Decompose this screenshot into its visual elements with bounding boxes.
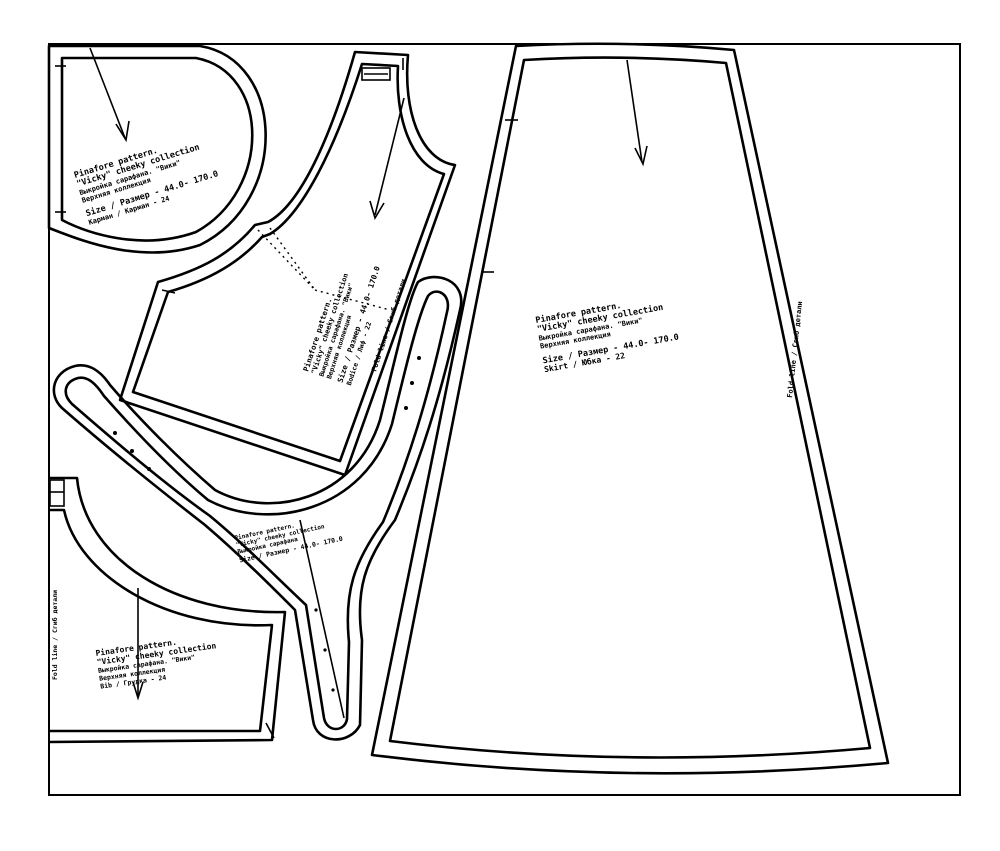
- front-bib-notch: [265, 722, 275, 739]
- strap-mark: [417, 356, 421, 360]
- pocket-label: Pinafore pattern. "Vicky" cheeky collect…: [73, 142, 220, 227]
- front-bib-cut-line: [48, 476, 287, 744]
- strap-mark: [113, 431, 117, 435]
- strap-mark: [331, 688, 335, 692]
- strap-mark: [404, 406, 408, 410]
- bodice-dart-line: [314, 289, 391, 311]
- strap-mark: [410, 381, 414, 385]
- bodice-seam-line: [131, 62, 446, 463]
- bodice-grainline-arrowhead: [369, 200, 385, 220]
- skirt-grainline: [626, 59, 643, 163]
- skirt-piece: Pinafore pattern. "Vicky" cheeky collect…: [370, 42, 890, 775]
- pocket-grainline-arrowhead: [115, 120, 130, 143]
- bodice-dart-leg: [257, 229, 316, 291]
- bodice-piece: Pinafore pattern. "Vicky" cheeky collect…: [118, 50, 457, 477]
- bodice-grainline: [374, 97, 405, 216]
- strap-label: Pinafore pattern. "Vicky" cheeky collect…: [234, 522, 344, 564]
- front-bib-piece: Pinafore pattern. "Vicky" cheeky collect…: [48, 476, 287, 744]
- front-bib-fold-label: Fold line / Сгиб детали: [51, 590, 59, 680]
- front-bib-strap-tab: [49, 479, 65, 507]
- bodice-dart-leg: [269, 227, 316, 291]
- front-bib-seam-line: [49, 508, 274, 733]
- bodice-cut-line: [118, 50, 457, 477]
- bodice-strap-tab: [361, 67, 391, 81]
- pocket-piece: Pinafore pattern. "Vicky" cheeky collect…: [47, 44, 267, 254]
- strap-seam-line: [64, 290, 450, 731]
- bodice-notch: [161, 289, 176, 294]
- strap-cut-line: [52, 275, 463, 741]
- front-bib-label: Pinafore pattern. "Vicky" cheeky collect…: [95, 637, 217, 691]
- strap-grainline: [299, 519, 345, 719]
- sheet-border: [48, 43, 961, 796]
- front-bib-grainline-arrowhead: [132, 681, 144, 701]
- pocket-seam-line: [60, 56, 254, 242]
- strap-mark: [147, 467, 151, 471]
- skirt-label: Pinafore pattern. "Vicky" cheeky collect…: [535, 300, 680, 374]
- pocket-grainline: [89, 47, 126, 139]
- skirt-seam-line: [388, 56, 872, 759]
- skirt-fold-label: Fold line / Сгиб детали: [786, 301, 804, 398]
- skirt-cut-line: [370, 42, 890, 775]
- pocket-cut-line: [47, 44, 267, 254]
- strap-mark: [314, 608, 318, 612]
- strap-mark: [130, 449, 134, 453]
- skirt-grainline-arrowhead: [634, 145, 648, 167]
- strap-mark: [323, 648, 327, 652]
